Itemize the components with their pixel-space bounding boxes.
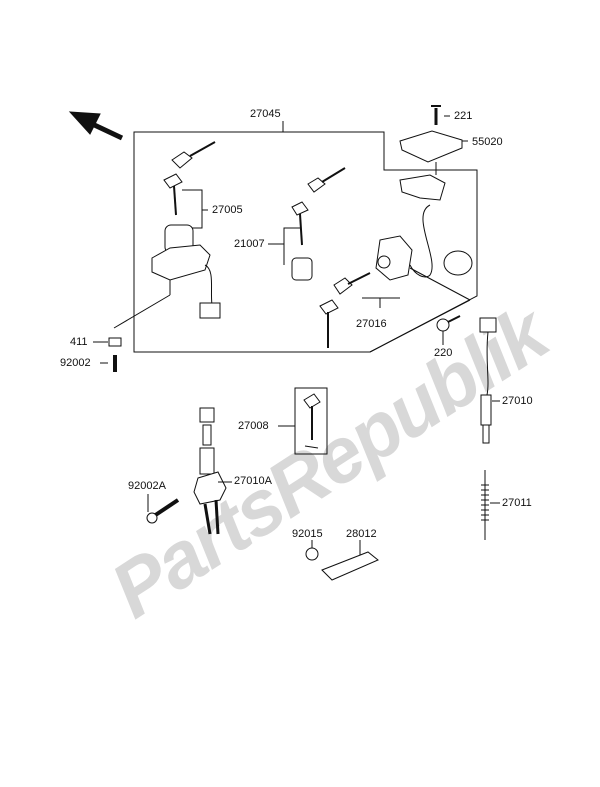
part-label-220[interactable]: 220 (434, 347, 453, 359)
part-label-21007[interactable]: 21007 (234, 238, 265, 250)
part-label-28012[interactable]: 28012 (346, 528, 377, 540)
front-arrow-icon (68, 111, 124, 141)
part-label-27016[interactable]: 27016 (356, 318, 387, 330)
part-label-221[interactable]: 221 (454, 110, 473, 122)
part-label-27005[interactable]: 27005 (212, 204, 243, 216)
part-label-27011[interactable]: 27011 (502, 497, 532, 509)
part-label-411[interactable]: 411 (70, 336, 88, 348)
part-label-92015[interactable]: 92015 (292, 528, 323, 540)
part-label-27010A[interactable]: 27010A (234, 475, 272, 487)
part-label-92002A[interactable]: 92002A (128, 480, 166, 492)
part-label-92002[interactable]: 92002 (60, 357, 91, 369)
part-label-27010[interactable]: 27010 (502, 395, 533, 407)
part-label-55020[interactable]: 55020 (472, 136, 503, 148)
screw-221 (431, 105, 441, 125)
part-label-27045[interactable]: 27045 (250, 108, 281, 120)
part-label-27008[interactable]: 27008 (238, 420, 269, 432)
